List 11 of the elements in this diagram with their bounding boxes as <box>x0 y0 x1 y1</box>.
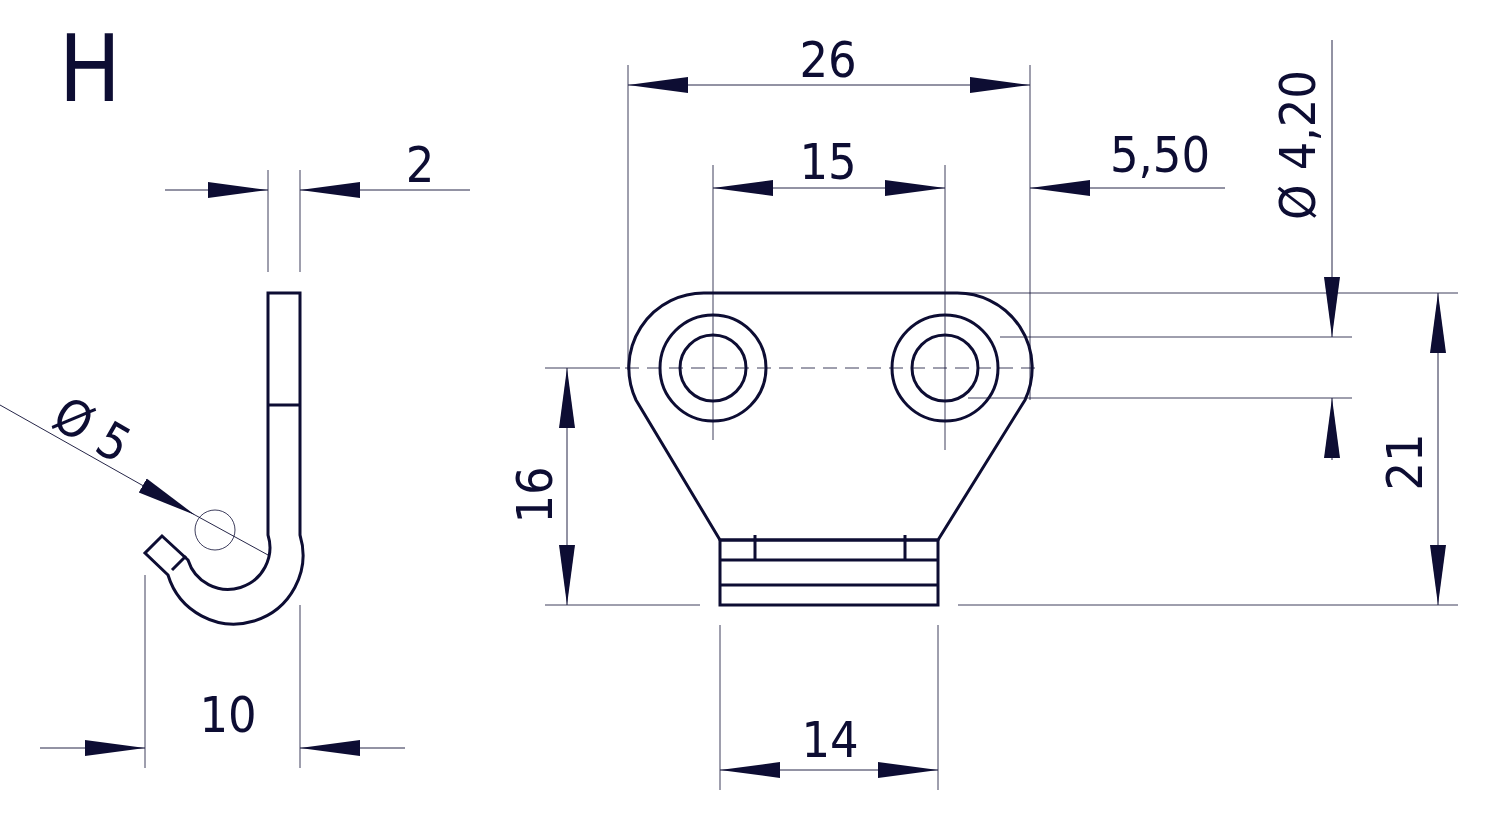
dimension-label: 14 <box>801 715 859 765</box>
dimension-label: 10 <box>199 690 257 740</box>
dimension-label: 16 <box>510 466 560 524</box>
dimension-label: 21 <box>1380 433 1430 491</box>
dimension-label: 15 <box>799 137 857 187</box>
dimension-label: Ø 5 <box>45 388 139 472</box>
dimension-label: Ø 4,20 <box>1273 70 1323 220</box>
dimension-label: 26 <box>799 35 857 85</box>
dimension-label: 5,50 <box>1109 130 1211 180</box>
dimension-label: 2 <box>405 140 435 190</box>
view-letter: H <box>58 24 122 116</box>
